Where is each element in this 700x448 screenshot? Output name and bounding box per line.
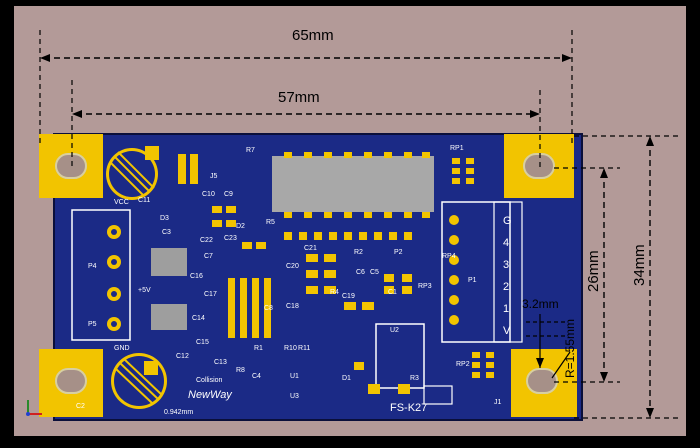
silk-label: C10 [202,191,215,198]
silk-label: C18 [286,303,299,310]
header-top [272,152,434,218]
smd-pads [212,206,453,405]
silk-label: C23 [224,235,237,242]
dim-label-26mm: 26mm [585,250,602,292]
dimension-overall-width: 65mm [39,27,573,146]
silk-label: C2 [76,403,85,410]
silk-label: C20 [286,263,299,270]
silk-label: C4 [252,373,261,380]
silk-label: GND [114,345,130,352]
rp1-pads [452,158,474,184]
diagram-canvas: FS-K27 NewWay Collision 0.942mm G 4 3 2 … [14,6,686,436]
silk-label: R10 [284,345,297,352]
silk-label: C19 [342,293,355,300]
mounting-pad-bottom-left [39,349,103,417]
pin-label-box [493,201,523,343]
terminal-block [71,209,131,341]
dimension-hole-spacing: 57mm [71,80,541,168]
silk-label: C11 [138,197,150,204]
pad-row [284,232,412,240]
silk-label: D2 [236,223,245,230]
silk-label: C22 [200,237,213,244]
silk-label: RP2 [456,361,470,368]
dimension-overall-height: 34mm [574,135,678,419]
pcb-drawing: FS-K27 NewWay Collision 0.942mm G 4 3 2 … [26,27,678,421]
silk-label: RP4 [442,253,456,260]
pin-label: G [503,215,512,227]
silk-label: C9 [224,191,233,198]
silk-label: C15 [196,339,209,346]
silk-label: U1 [290,373,299,380]
silk-label: C5 [370,269,379,276]
silk-label: P4 [88,263,97,270]
dim-label-57mm: 57mm [278,89,320,106]
pin-label: 2 [503,281,509,293]
silk-label: VCC [114,199,129,206]
silk-label: J5 [210,173,218,180]
silk-label: U2 [390,327,399,334]
silk-label: RP3 [418,283,432,290]
pin-labels: G 4 3 2 1 V [503,215,512,337]
silk-label: C7 [204,253,213,260]
silk-label: J1 [494,399,502,406]
silk-label: C1 [388,289,397,296]
capacitor-c11 [106,146,159,200]
silk-label: R11 [298,345,310,352]
dimension-hole-vertical: 26mm [554,167,620,383]
silk-label: C17 [204,291,217,298]
dim-label-slot-radius: R=1.55mm [563,319,577,378]
silk-label: R1 [254,345,263,352]
header-j5 [178,154,198,184]
silk-label: P1 [468,277,477,284]
pin-label: 3 [503,259,509,271]
ic-u-top [151,248,187,276]
silk-label: C14 [192,315,205,322]
silk-label: C8 [264,305,273,312]
pin-label: 1 [503,303,509,315]
silk-label: C3 [162,229,171,236]
ic-u-bottom [151,304,187,330]
dim-label-34mm: 34mm [631,244,648,286]
silk-label: R8 [236,367,245,374]
silk-label: R5 [266,219,275,226]
dim-label-slot-height: 3.2mm [522,297,559,311]
silk-label: C21 [304,245,317,252]
board-logo: NewWay [188,389,233,401]
silk-label: C12 [176,353,189,360]
mounting-pad-bottom-right [511,349,577,417]
silk-label: R4 [330,289,339,296]
board-model: FS-K27 [390,402,427,414]
dim-label-65mm: 65mm [292,27,334,44]
silk-label: R7 [246,147,255,154]
dimension-slot: 3.2mm R=1.55mm [522,297,577,379]
silk-label: C16 [190,273,203,280]
capacitor-c21 [111,353,167,409]
silk-label: RP1 [450,145,464,152]
silk-label: P2 [394,249,403,256]
connector-p1 [441,201,511,343]
logo-size-label: 0.942mm [164,409,193,416]
axis-indicator [26,400,42,416]
silk-label: +5V [138,287,151,294]
pin-label: V [503,325,511,337]
silk-label: C6 [356,269,365,276]
mounting-pad-top-right [504,134,574,198]
terminal-pads [107,225,121,331]
silk-label: D3 [160,215,169,222]
mounting-pad-top-left [39,134,103,198]
rp2-pads [472,352,494,378]
silk-label: R3 [410,375,419,382]
component-labels: C11 J5 R7 C10 C9 D3 D2 C23 R5 P2 R2 C21 … [76,145,502,410]
logo-collision-label: Collision [196,377,223,384]
silk-label: D1 [342,375,351,382]
silk-label: R2 [354,249,363,256]
silk-label: P5 [88,321,97,328]
connector-p1-pins [449,215,459,325]
pin-label: 4 [503,237,509,249]
silk-label: C13 [214,359,227,366]
silk-label: U3 [290,393,299,400]
